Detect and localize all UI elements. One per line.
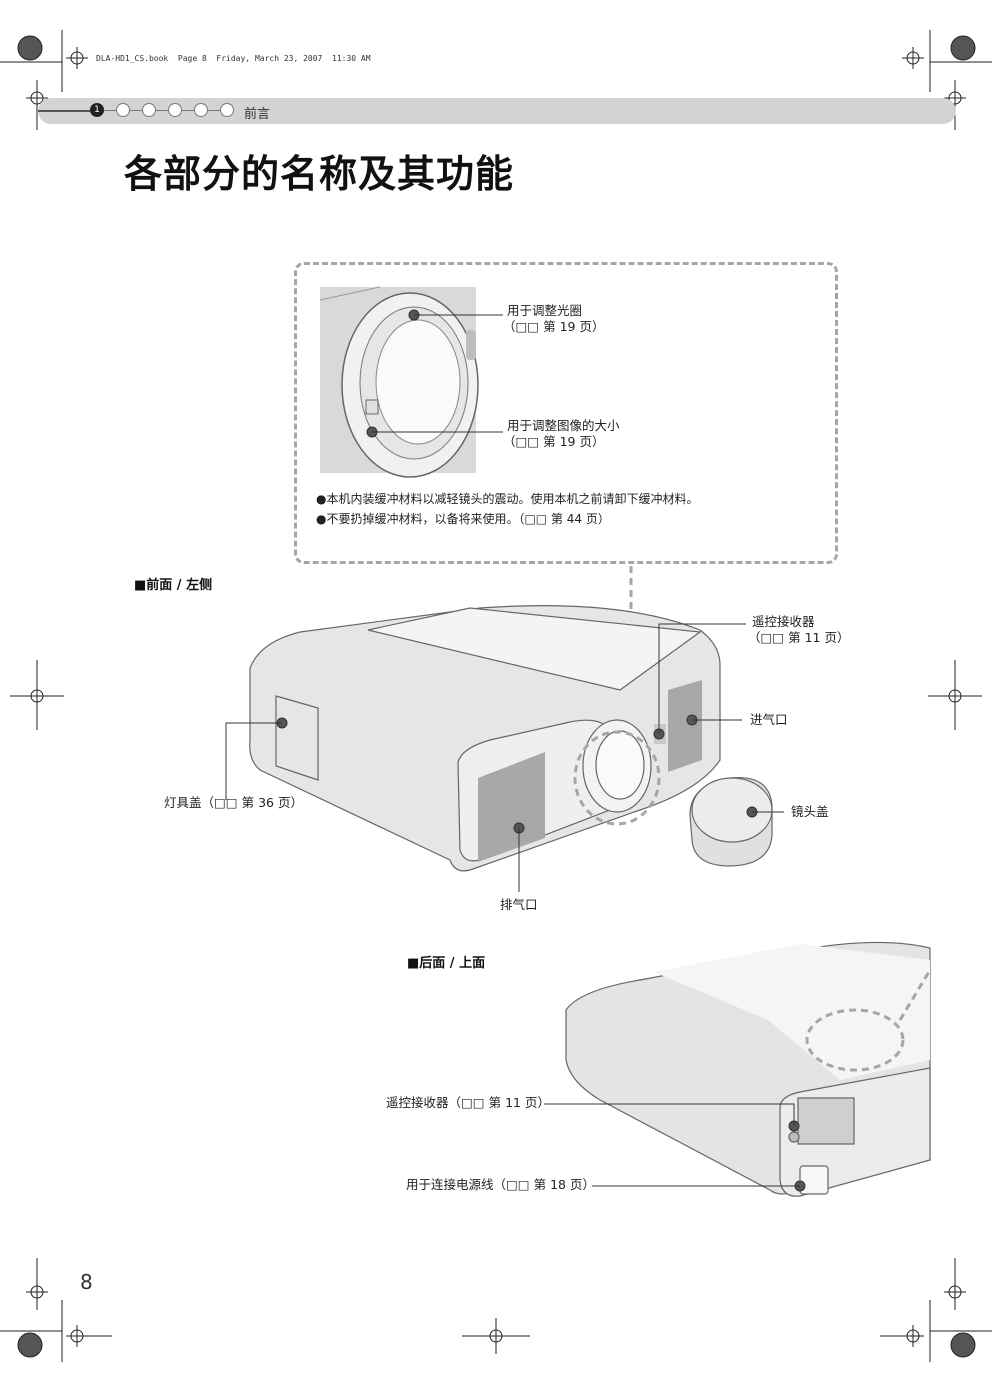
front-remote-ref: （□□ 第 11 页） <box>748 630 850 645</box>
registration-mark-bottom-right <box>880 1258 992 1362</box>
rear-remote-label: 遥控接收器（□□ 第 11 页） <box>386 1095 550 1110</box>
rear-leader-lines <box>544 1103 806 1192</box>
step-indicator <box>168 103 182 117</box>
step-link <box>104 110 116 111</box>
note-cushion-remove: ●本机内装缓冲材料以减轻镜头的震动。使用本机之前请卸下缓冲材料。 <box>316 492 699 506</box>
chapter-band <box>38 98 956 124</box>
step-indicator-active: 1 <box>90 103 104 117</box>
registration-mark-bottom-left <box>0 1258 112 1362</box>
file-info: DLA-HD1_CS.book Page 8 Friday, March 23,… <box>96 54 371 63</box>
registration-mark-mid-left <box>10 660 64 730</box>
chapter-label: 前言 <box>244 107 271 122</box>
lamp-cover-label: 灯具盖（□□ 第 36 页） <box>164 795 303 810</box>
front-projector-illustration <box>249 605 773 872</box>
rear-section-heading: ■后面 / 上面 <box>407 956 486 971</box>
aperture-label: 用于调整光圈 <box>507 303 583 318</box>
step-link <box>156 110 168 111</box>
rear-projector-illustration <box>565 941 932 1197</box>
step-indicator <box>220 103 234 117</box>
registration-mark-top-left <box>0 30 88 130</box>
zoom-ref: （□□ 第 19 页） <box>503 434 605 449</box>
lens-cap-label: 镜头盖 <box>791 804 829 819</box>
page-title: 各部分的名称及其功能 <box>124 152 515 196</box>
exhaust-label: 排气口 <box>500 897 538 912</box>
lens-callout-box <box>294 262 838 564</box>
aperture-ref: （□□ 第 19 页） <box>503 319 605 334</box>
intake-label: 进气口 <box>750 712 788 727</box>
step-link <box>208 110 220 111</box>
registration-mark-bottom-center <box>462 1318 530 1354</box>
front-section-heading: ■前面 / 左侧 <box>134 578 213 593</box>
step-indicator <box>116 103 130 117</box>
front-leader-lines <box>225 623 784 892</box>
step-indicator <box>194 103 208 117</box>
registration-mark-mid-right <box>928 660 982 730</box>
step-link <box>130 110 142 111</box>
band-accent-line <box>38 110 94 112</box>
front-remote-label: 遥控接收器 <box>752 614 815 629</box>
registration-mark-top-right <box>902 30 992 130</box>
zoom-label: 用于调整图像的大小 <box>507 418 620 433</box>
page-number: 8 <box>80 1270 93 1294</box>
step-indicator <box>142 103 156 117</box>
power-cord-label: 用于连接电源线（□□ 第 18 页） <box>406 1177 595 1192</box>
note-cushion-keep: ●不要扔掉缓冲材料，以备将来使用。（□□ 第 44 页） <box>316 512 610 526</box>
step-link <box>182 110 194 111</box>
callout-leader-lines <box>366 309 503 438</box>
